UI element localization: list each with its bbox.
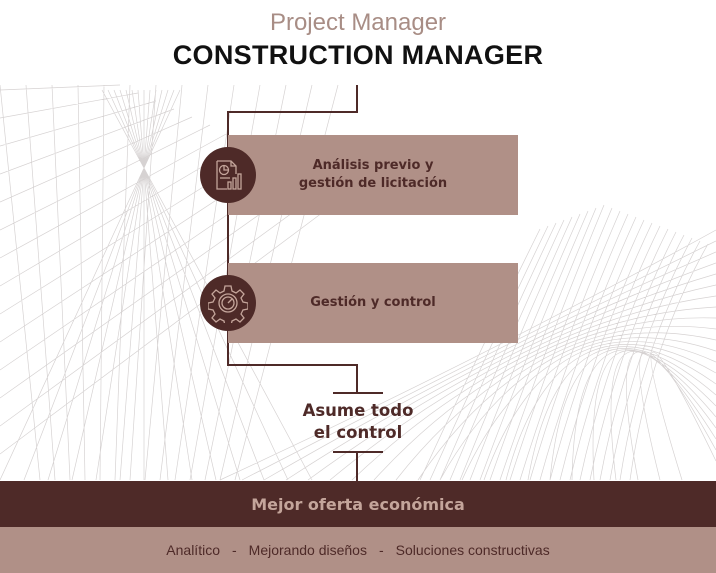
footer-banner-text: Mejor oferta económica bbox=[251, 494, 465, 514]
gear-gauge-icon bbox=[200, 275, 256, 331]
step-analysis-line2: gestión de licitación bbox=[298, 176, 448, 191]
subtitle: Project Manager bbox=[269, 9, 447, 36]
connector-tick bbox=[333, 392, 383, 394]
footer-features: Analítico - Mejorando diseños - Solucion… bbox=[0, 527, 716, 573]
outcome-line2: el control bbox=[313, 423, 403, 442]
feature-item: Mejorando diseños bbox=[248, 542, 367, 558]
separator: - bbox=[378, 542, 384, 558]
step-control-label: Gestión y control bbox=[310, 295, 436, 310]
feature-item: Soluciones constructivas bbox=[395, 542, 550, 558]
outcome-label: Asume todo el control bbox=[0, 400, 716, 444]
connector-line bbox=[227, 111, 229, 366]
connector-line bbox=[356, 85, 358, 113]
step-analysis: Análisis previo y gestión de licitación bbox=[228, 135, 518, 215]
outcome-line1: Asume todo bbox=[302, 401, 414, 420]
connector-line bbox=[356, 364, 358, 393]
footer-banner: Mejor oferta económica bbox=[0, 481, 716, 527]
connector-tick bbox=[333, 451, 383, 453]
feature-item: Analítico bbox=[166, 542, 220, 558]
report-chart-icon bbox=[200, 147, 256, 203]
step-analysis-line1: Análisis previo y bbox=[312, 158, 434, 173]
mesh-lines bbox=[0, 84, 716, 481]
connector-line bbox=[227, 364, 358, 366]
page-title: CONSTRUCTION MANAGER bbox=[172, 40, 544, 70]
step-control: Gestión y control bbox=[228, 263, 518, 343]
wireframe-mesh-background bbox=[0, 84, 716, 481]
connector-line bbox=[356, 451, 358, 481]
separator: - bbox=[231, 542, 237, 558]
connector-line bbox=[227, 111, 358, 113]
